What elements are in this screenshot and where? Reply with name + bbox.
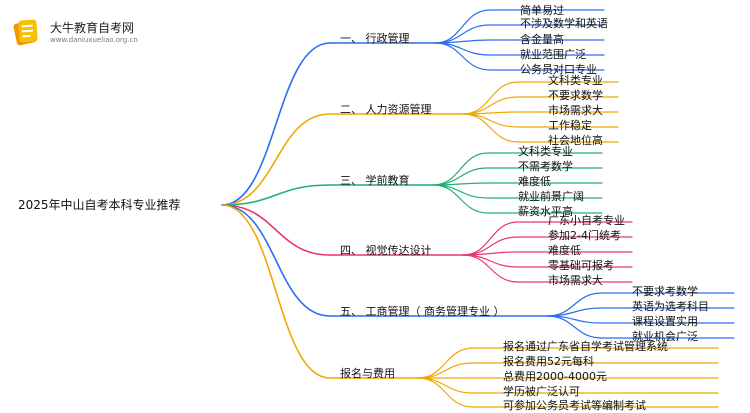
branch-4-leaf-4[interactable]: 零基础可报考 [548, 259, 614, 272]
branch-2-label[interactable]: 二、 人力资源管理 [340, 103, 432, 116]
branch-1-connector [221, 42, 331, 206]
branch-5-leaf-2[interactable]: 英语为选考科目 [632, 300, 709, 313]
branch-4-connector [221, 204, 331, 256]
branch-5-leaf-1-connector [546, 292, 629, 317]
branch-6-leaf-5[interactable]: 可参加公务员考试等编制考试 [503, 399, 646, 412]
branch-3-leaf-4[interactable]: 就业前景广阔 [518, 190, 584, 203]
branch-1-leaf-1-connector [434, 9, 517, 44]
branch-5-leaf-4-connector [546, 315, 629, 339]
branch-1-leaf-2[interactable]: 不涉及数学和英语 [520, 17, 608, 30]
branch-5-leaf-1[interactable]: 不要求考数学 [632, 285, 698, 298]
branch-1-leaf-4[interactable]: 就业范围广泛 [520, 48, 586, 61]
branch-6-leaf-2[interactable]: 报名费用52元每科 [503, 355, 594, 368]
branch-6-leaf-4[interactable]: 学历被广泛认可 [503, 385, 580, 398]
logo-url: www.daniuxueliao.org.cn [50, 36, 138, 44]
logo-title: 大牛教育自考网 [50, 21, 135, 35]
branch-6-leaf-1-connector [417, 347, 500, 379]
branch-1-leaf-5[interactable]: 公务员对口专业 [520, 63, 597, 76]
root-topic[interactable]: 2025年中山自考本科专业推荐 [18, 198, 181, 212]
branch-2-leaf-1-connector [462, 81, 545, 115]
branch-3-leaf-5-connector [432, 184, 515, 214]
branch-5-connector [221, 204, 331, 317]
branch-4-leaf-1[interactable]: 广东小自考专业 [548, 214, 625, 227]
branch-5-leaf-2-connector [546, 307, 629, 317]
branch-2-leaf-2[interactable]: 不要求数学 [548, 89, 603, 102]
branch-3-label[interactable]: 三、 学前教育 [340, 174, 410, 187]
branch-4-leaf-1-connector [462, 221, 545, 256]
branch-2-connector [221, 113, 331, 206]
branch-2-leaf-1[interactable]: 文科类专业 [548, 74, 603, 87]
branch-4-label[interactable]: 四、 视觉传达设计 [340, 244, 432, 257]
branch-6-leaf-5-connector [417, 377, 500, 408]
branch-6-leaf-3[interactable]: 总费用2000-4000元 [503, 370, 607, 383]
branch-1-leaf-1[interactable]: 简单易过 [520, 4, 564, 17]
branch-6-leaf-1[interactable]: 报名通过广东省自学考试管理系统 [503, 340, 668, 353]
branch-1-leaf-3[interactable]: 含金量高 [520, 33, 564, 46]
branch-5-leaf-4[interactable]: 就业机会广泛 [632, 330, 698, 343]
book-logo-icon [13, 19, 38, 46]
branch-4-leaf-3[interactable]: 难度低 [548, 244, 581, 257]
branch-5-label[interactable]: 五、 工商管理（ 商务管理专业 ） [340, 305, 505, 318]
branch-6-label[interactable]: 报名与费用 [340, 367, 395, 380]
branch-1-label[interactable]: 一、 行政管理 [340, 32, 410, 45]
branch-2-leaf-3[interactable]: 市场需求大 [548, 104, 603, 117]
branch-4-leaf-2[interactable]: 参加2-4门统考 [548, 229, 621, 242]
branch-4-leaf-5-connector [462, 254, 545, 283]
branch-3-leaf-2[interactable]: 不需考数学 [518, 160, 573, 173]
branch-4-leaf-5[interactable]: 市场需求大 [548, 274, 603, 287]
branch-2-leaf-4[interactable]: 工作稳定 [548, 119, 592, 132]
branch-5-leaf-3[interactable]: 课程设置实用 [632, 315, 698, 328]
branch-3-leaf-5[interactable]: 薪资水平高 [518, 205, 573, 218]
branch-2-leaf-5[interactable]: 社会地位高 [548, 134, 603, 147]
branch-3-leaf-1[interactable]: 文科类专业 [518, 145, 573, 158]
branch-3-connector [221, 184, 331, 206]
branch-1-leaf-5-connector [434, 42, 517, 71]
branch-6-connector [221, 204, 331, 379]
branch-2-leaf-5-connector [462, 113, 545, 143]
branch-3-leaf-1-connector [432, 152, 515, 186]
branch-3-leaf-3[interactable]: 难度低 [518, 175, 551, 188]
branch-5-leaf-3-connector [546, 315, 629, 324]
site-logo[interactable]: 大牛教育自考网 www.daniuxueliao.org.cn [8, 14, 148, 48]
